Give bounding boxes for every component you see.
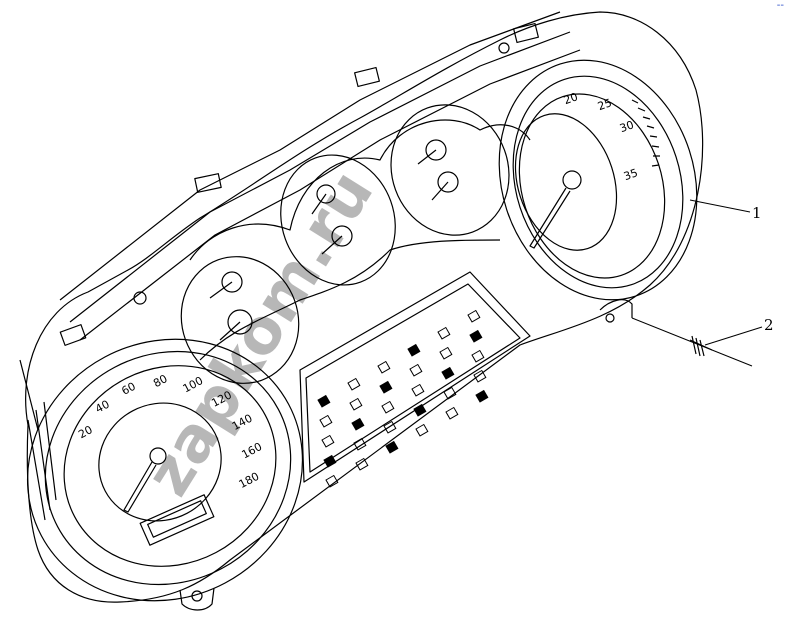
warning-lamp-icon <box>469 329 483 343</box>
leader-line-2b <box>631 317 753 367</box>
warning-lamp-icon <box>319 414 333 428</box>
warning-lamp-icon <box>445 406 459 420</box>
tachometer-face <box>518 93 666 279</box>
warning-lamp-icon <box>407 343 421 357</box>
warning-lamp-icon <box>441 366 455 380</box>
speedometer-bezel-outer <box>26 338 304 602</box>
watermark: zapkom.ru <box>131 158 388 508</box>
speedometer-label: 40 <box>93 398 111 416</box>
center-panel-outline <box>189 119 531 261</box>
warning-lamp-icon <box>353 437 367 451</box>
tachometer-needle <box>529 187 571 249</box>
small-gauge-hub <box>221 271 243 293</box>
housing-tab <box>194 173 222 193</box>
warning-lamp-icon <box>385 440 399 454</box>
leader-line-2 <box>704 326 763 346</box>
tachometer-bezel-inner <box>512 75 684 289</box>
warning-lamp-icon <box>471 349 485 363</box>
housing-left-ribs <box>19 359 57 521</box>
warning-lamp-panel-inner <box>305 283 521 473</box>
warning-lamp-icon <box>383 420 397 434</box>
warning-lamp-icon <box>443 386 457 400</box>
warning-lamp-icon <box>323 454 337 468</box>
speedometer-needle <box>123 461 157 513</box>
warning-lamp-icon <box>415 423 429 437</box>
warning-lamp-icon <box>349 397 363 411</box>
callout-1: 1 <box>752 204 762 222</box>
tachometer-label: 20 <box>562 90 580 107</box>
speedometer-inner-ring <box>98 402 222 522</box>
housing-top-ridge-inner-2 <box>79 49 581 341</box>
mounting-ear-hole <box>133 291 147 305</box>
warning-lamp-icon <box>409 363 423 377</box>
tachometer-label: 35 <box>622 166 640 183</box>
warning-lamp-icon <box>317 394 331 408</box>
screw-part-2 <box>689 335 713 357</box>
small-gauge-hub <box>425 139 447 161</box>
mounting-ear-hole <box>605 313 615 323</box>
housing-tab <box>513 22 539 44</box>
small-gauge-lobe <box>180 256 300 384</box>
speedometer-label: 180 <box>237 470 262 491</box>
warning-lamp-icon <box>467 309 481 323</box>
warning-lamp-icon <box>377 360 391 374</box>
corner-mark: -- <box>776 0 784 11</box>
housing-tab <box>59 324 87 346</box>
speedometer-label: 160 <box>240 440 265 461</box>
mounting-ear-hole <box>191 590 203 602</box>
warning-lamp-icon <box>351 417 365 431</box>
warning-lamp-icon <box>439 346 453 360</box>
warning-lamp-icon <box>411 383 425 397</box>
warning-lamp-icon <box>413 403 427 417</box>
warning-lamp-icon <box>325 474 339 488</box>
housing-tab <box>354 66 380 88</box>
warning-lamp-icon <box>321 434 335 448</box>
center-panel-outline-lower <box>199 239 501 361</box>
warning-lamp-icon <box>355 457 369 471</box>
speedometer-label: 20 <box>76 423 94 441</box>
leader-line-1 <box>689 199 751 213</box>
speedometer-label: 60 <box>119 380 137 398</box>
tachometer-redzone-ticks <box>631 99 660 167</box>
mounting-ear-right <box>599 299 633 318</box>
cluster-housing <box>25 11 704 603</box>
mounting-ear-bottom <box>179 587 215 611</box>
tachometer-hub <box>562 170 582 190</box>
odometer-window <box>139 494 215 546</box>
speedometer-label: 80 <box>151 372 169 390</box>
warning-lamp-icons <box>317 309 489 488</box>
small-gauge-needles <box>209 149 449 341</box>
warning-lamp-icon <box>381 400 395 414</box>
small-gauge-hub <box>227 309 253 335</box>
small-gauge-hub <box>331 225 353 247</box>
callout-2: 2 <box>764 316 774 334</box>
odometer-display <box>147 500 207 538</box>
warning-lamp-panel <box>299 271 531 483</box>
speedometer-hub <box>149 447 167 465</box>
speedometer-bezel-inner <box>44 350 292 586</box>
tachometer-inner-ring <box>514 113 618 251</box>
warning-lamp-icon <box>437 326 451 340</box>
warning-lamp-icon <box>347 377 361 391</box>
warning-lamp-icon <box>475 389 489 403</box>
housing-top-ridge <box>59 11 561 301</box>
warning-lamp-icon <box>379 380 393 394</box>
tachometer-label: 30 <box>618 118 636 135</box>
speedometer-face <box>63 365 277 567</box>
warning-lamp-icon <box>473 369 487 383</box>
tachometer-label: 25 <box>596 96 614 113</box>
small-gauge-lobe <box>390 104 510 236</box>
mounting-ear-hole <box>498 42 510 54</box>
small-gauge-hub <box>316 184 336 204</box>
small-gauge-lobe <box>280 154 396 286</box>
housing-top-ridge-inner <box>69 31 571 323</box>
small-gauge-hub <box>437 171 459 193</box>
tachometer-bezel-outer <box>498 59 698 301</box>
